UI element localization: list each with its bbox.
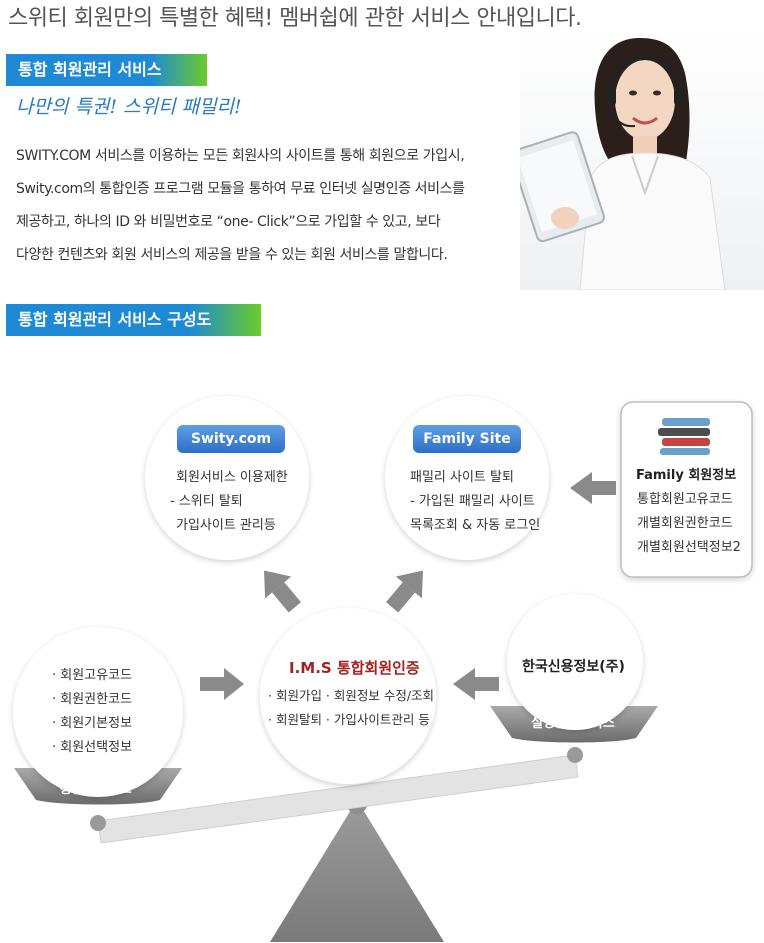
section-title-service: 통합 회원관리 서비스: [6, 54, 207, 86]
family-info-text: 통합회원고유코드 개별회원권한코드 개별회원선택정보2: [637, 488, 741, 560]
books-icon: [658, 418, 710, 455]
member-info-label: 통합회원정보: [60, 782, 132, 797]
ims-line: · 회원탈퇴 · 가입사이트관리 등: [268, 712, 430, 727]
family-info-line: 개별회원권한코드: [637, 516, 733, 531]
family-site-line: 패밀리 사이트 탈퇴: [410, 470, 514, 485]
family-info-box: [620, 401, 753, 578]
family-site-line: - 가입된 패밀리 사이트: [410, 494, 535, 509]
arrow-up-right: [386, 570, 423, 613]
operator-photo: [520, 28, 764, 290]
family-site-text: 패밀리 사이트 탈퇴 - 가입된 패밀리 사이트 목록조회 & 자동 로그인: [410, 466, 540, 538]
fulcrum-triangle: [270, 800, 444, 942]
swity-line: - 스위티 탈퇴: [170, 494, 243, 509]
family-info-title: Family 회원정보: [636, 468, 737, 483]
family-site-line: 목록조회 & 자동 로그인: [410, 518, 541, 533]
member-info-line: · 회원권한코드: [52, 692, 133, 707]
arrow-up-left: [264, 570, 301, 613]
intro-line: 다양한 컨텐츠와 회원 서비스의 제공을 받을 수 있는 회원 서비스를 말합니…: [16, 247, 448, 263]
intro-line: 제공하고, 하나의 ID 와 비밀번호로 “one- Click”으로 가입할 …: [16, 214, 441, 230]
ims-text: · 회원가입 · 회원정보 수정/조회 · 회원탈퇴 · 가입사이트관리 등: [268, 684, 434, 732]
arrow-left-credit: [453, 668, 499, 700]
arrow-left-family: [570, 472, 616, 504]
swity-line: 가입사이트 관리등: [176, 518, 276, 533]
credit-title: 한국신용정보(주): [522, 659, 625, 675]
ims-line: · 회원가입 · 회원정보 수정/조회: [268, 688, 435, 703]
intro-line: SWITY.COM 서비스를 이용하는 모든 회원사의 사이트를 통해 회원으로…: [16, 148, 465, 164]
slogan: 나만의 특권! 스위티 패밀리!: [16, 96, 242, 118]
family-site-label: Family Site: [413, 425, 521, 453]
family-info-line: 개별회원선택정보2: [637, 540, 741, 555]
diagram-graphics: [13, 396, 753, 942]
ims-circle: [260, 608, 436, 784]
intro-paragraph: SWITY.COM 서비스를 이용하는 모든 회원사의 사이트를 통해 회원으로…: [16, 140, 536, 272]
member-info-line: · 회원선택정보: [52, 740, 133, 755]
swity-text: 회원서비스 이용제한 - 스위티 탈퇴 가입사이트 관리등: [170, 466, 288, 538]
swity-label: Swity.com: [177, 425, 285, 453]
credit-label: 실명인증서비스: [531, 716, 615, 731]
intro-line: Swity.com의 통합인증 프로그램 모듈을 통하여 무료 인터넷 실명인증…: [16, 181, 465, 197]
section-title-diagram: 통합 회원관리 서비스 구성도: [6, 304, 261, 336]
arrow-right-member: [200, 668, 244, 700]
headline: 스위티 회원만의 특별한 혜택! 멤버쉽에 관한 서비스 안내입니다.: [8, 6, 582, 31]
member-info-circle: [13, 627, 183, 797]
family-info-line: 통합회원고유코드: [637, 492, 733, 507]
member-info-text: · 회원고유코드 · 회원권한코드 · 회원기본정보 · 회원선택정보: [52, 664, 132, 760]
member-info-line: · 회원고유코드: [52, 668, 133, 683]
ims-title: I.M.S 통합회원인증: [289, 659, 420, 677]
swity-line: 회원서비스 이용제한: [176, 470, 288, 485]
member-info-line: · 회원기본정보: [52, 716, 133, 731]
credit-circle: [507, 594, 643, 730]
